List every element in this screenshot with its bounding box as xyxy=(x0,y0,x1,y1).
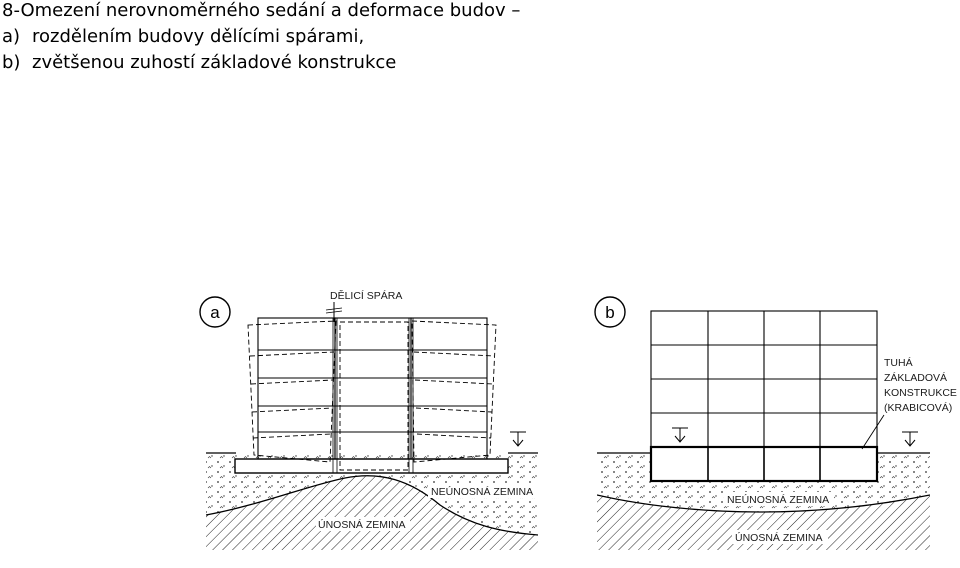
soil-boundary-a xyxy=(206,475,538,536)
foundation-label-line-4: (KRABICOVÁ) xyxy=(884,401,952,414)
strong-soil-a xyxy=(206,475,538,550)
building-a-block-left xyxy=(257,317,336,460)
ground-level-marker-b-right xyxy=(902,431,918,447)
foundation-leader xyxy=(861,414,885,450)
joint-tick-2 xyxy=(325,310,343,314)
figure-a: a DĚLICÍ SPÁRA xyxy=(199,289,538,550)
weak-soil-label-b: NEÚNOSNÁ ZEMINA xyxy=(727,493,829,506)
figure-b-badge-text: b xyxy=(605,303,614,322)
heading-line-3: b) zvětšenou zuhostí základové konstrukce xyxy=(2,50,520,76)
figure-b: b xyxy=(594,296,957,550)
figure-a-badge-text: a xyxy=(210,303,220,322)
weak-soil-label-a: NEÚNOSNÁ ZEMINA xyxy=(431,485,533,498)
figure-a-badge: a xyxy=(199,296,231,328)
heading-line-2: a) rozdělením budovy dělícími spárami, xyxy=(2,24,520,50)
strong-soil-label-a: ÚNOSNÁ ZEMINA xyxy=(318,518,406,531)
heading: 8-Omezení nerovnoměrného sedání a deform… xyxy=(2,0,520,76)
weak-soil-label-bg-b xyxy=(724,492,834,506)
soil-boundary-b xyxy=(597,494,930,513)
heading-line-3-text: zvětšenou zuhostí základové konstrukce xyxy=(32,52,397,73)
building-a-deformed xyxy=(247,320,497,471)
foundation-label-line-2: ZÁKLADOVÁ xyxy=(884,371,947,384)
building-a xyxy=(257,317,488,473)
weak-soil-label-bg-a xyxy=(428,484,538,498)
strong-soil-label-b: ÚNOSNÁ ZEMINA xyxy=(735,531,823,544)
building-a-block-right xyxy=(410,317,488,460)
strong-soil-label-bg-b xyxy=(732,530,828,544)
heading-line-2-text: rozdělením budovy dělícími spárami, xyxy=(32,26,365,47)
joint-tick-1 xyxy=(325,307,343,311)
heading-line-2-prefix: a) xyxy=(2,26,21,47)
foundation-slab-a xyxy=(234,458,509,474)
box-foundation-b xyxy=(649,445,879,483)
ground-level-marker-b-left xyxy=(672,427,688,443)
strong-soil-b xyxy=(597,495,930,550)
joint-label: DĚLICÍ SPÁRA xyxy=(330,289,402,302)
building-b xyxy=(650,310,878,448)
foundation-label-line-3: KONSTRUKCE xyxy=(884,387,957,399)
heading-line-1: 8-Omezení nerovnoměrného sedání a deform… xyxy=(2,0,521,21)
heading-line-3-prefix: b) xyxy=(2,52,21,73)
figure-b-badge: b xyxy=(594,296,626,328)
foundation-label-line-1: TUHÁ xyxy=(884,356,913,369)
building-a-block-middle xyxy=(334,317,412,460)
foundation-label-b: TUHÁ ZÁKLADOVÁ KONSTRUKCE (KRABICOVÁ) xyxy=(861,356,957,450)
ground-level-marker-a xyxy=(510,431,526,447)
strong-soil-label-bg-a xyxy=(316,517,410,531)
